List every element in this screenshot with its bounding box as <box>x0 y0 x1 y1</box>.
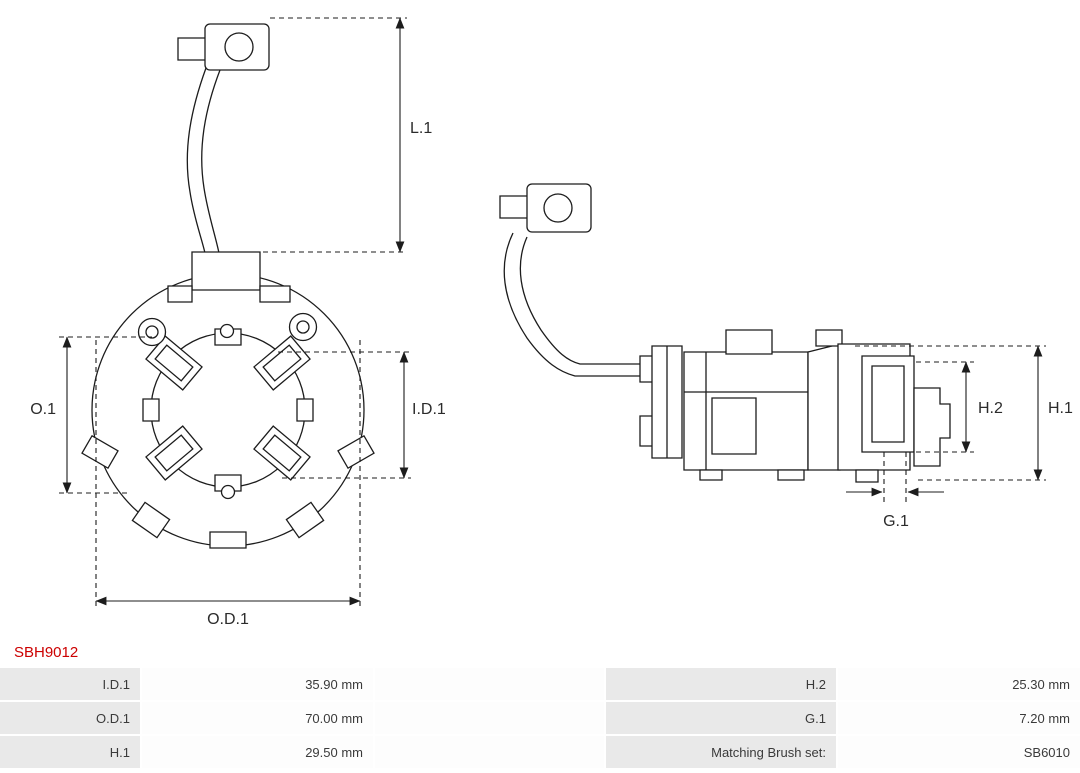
spec-label-id1: I.D.1 <box>0 668 140 700</box>
spec-value-brush-set: SB6010 <box>838 736 1080 768</box>
terminal-hole <box>544 194 572 222</box>
wire-clamp-block <box>192 252 260 290</box>
dimension-label-g1: G.1 <box>883 513 909 530</box>
dimension-label-o1: O.1 <box>30 401 56 418</box>
spec-label-h2: H.2 <box>606 668 836 700</box>
brush-box <box>146 336 202 390</box>
spec-label-od1: O.D.1 <box>0 702 140 734</box>
spec-value-h1: 29.50 mm <box>142 736 373 768</box>
side-view-diagram: H.2 H.1 G.1 <box>500 184 1073 530</box>
terminal-lug <box>178 24 269 70</box>
dimension-od1: O.D.1 <box>95 340 361 628</box>
retainer-clip <box>914 388 950 466</box>
spec-label-g1: G.1 <box>606 702 836 734</box>
dimension-h2: H.2 <box>916 361 1003 453</box>
brush <box>872 366 904 442</box>
spec-label-brush-set: Matching Brush set: <box>606 736 836 768</box>
dimension-l1: L.1 <box>263 18 432 253</box>
terminal-hole <box>225 33 253 61</box>
spec-spacer <box>375 702 604 734</box>
terminal-lug <box>500 184 591 232</box>
spec-label-h1: H.1 <box>0 736 140 768</box>
dimension-h1: H.1 <box>855 345 1073 481</box>
pilot-hole <box>222 486 235 499</box>
spec-spacer <box>375 736 604 768</box>
spec-value-g1: 7.20 mm <box>838 702 1080 734</box>
brush-box <box>146 426 202 480</box>
dimension-label-h1: H.1 <box>1048 400 1073 417</box>
dimension-label-l1: L.1 <box>410 120 432 137</box>
front-view-diagram: L.1 O.1 I.D.1 O.D.1 <box>30 18 446 628</box>
dimension-label-h2: H.2 <box>978 400 1003 417</box>
spec-value-od1: 70.00 mm <box>142 702 373 734</box>
screw-boss <box>290 314 317 341</box>
pilot-hole <box>221 325 234 338</box>
spec-spacer <box>375 668 604 700</box>
brush-box <box>254 336 310 390</box>
dimension-label-od1: O.D.1 <box>207 611 249 628</box>
dimension-g1: G.1 <box>846 452 944 530</box>
brush-holder-plate <box>82 252 374 548</box>
spec-value-id1: 35.90 mm <box>142 668 373 700</box>
part-number: SBH9012 <box>14 644 79 661</box>
dimension-label-id1: I.D.1 <box>412 401 446 418</box>
lead-wire <box>504 233 652 376</box>
holder-side-body <box>640 330 950 482</box>
spec-table: I.D.1 35.90 mm H.2 25.30 mm O.D.1 70.00 … <box>0 668 1080 768</box>
screw-boss <box>139 319 166 346</box>
spec-value-h2: 25.30 mm <box>838 668 1080 700</box>
dimension-id1: I.D.1 <box>278 351 446 479</box>
technical-drawing: L.1 O.1 I.D.1 O.D.1 <box>30 0 1073 628</box>
lead-wire <box>187 68 220 253</box>
brush-box <box>254 426 310 480</box>
dimension-o1: O.1 <box>30 336 152 494</box>
